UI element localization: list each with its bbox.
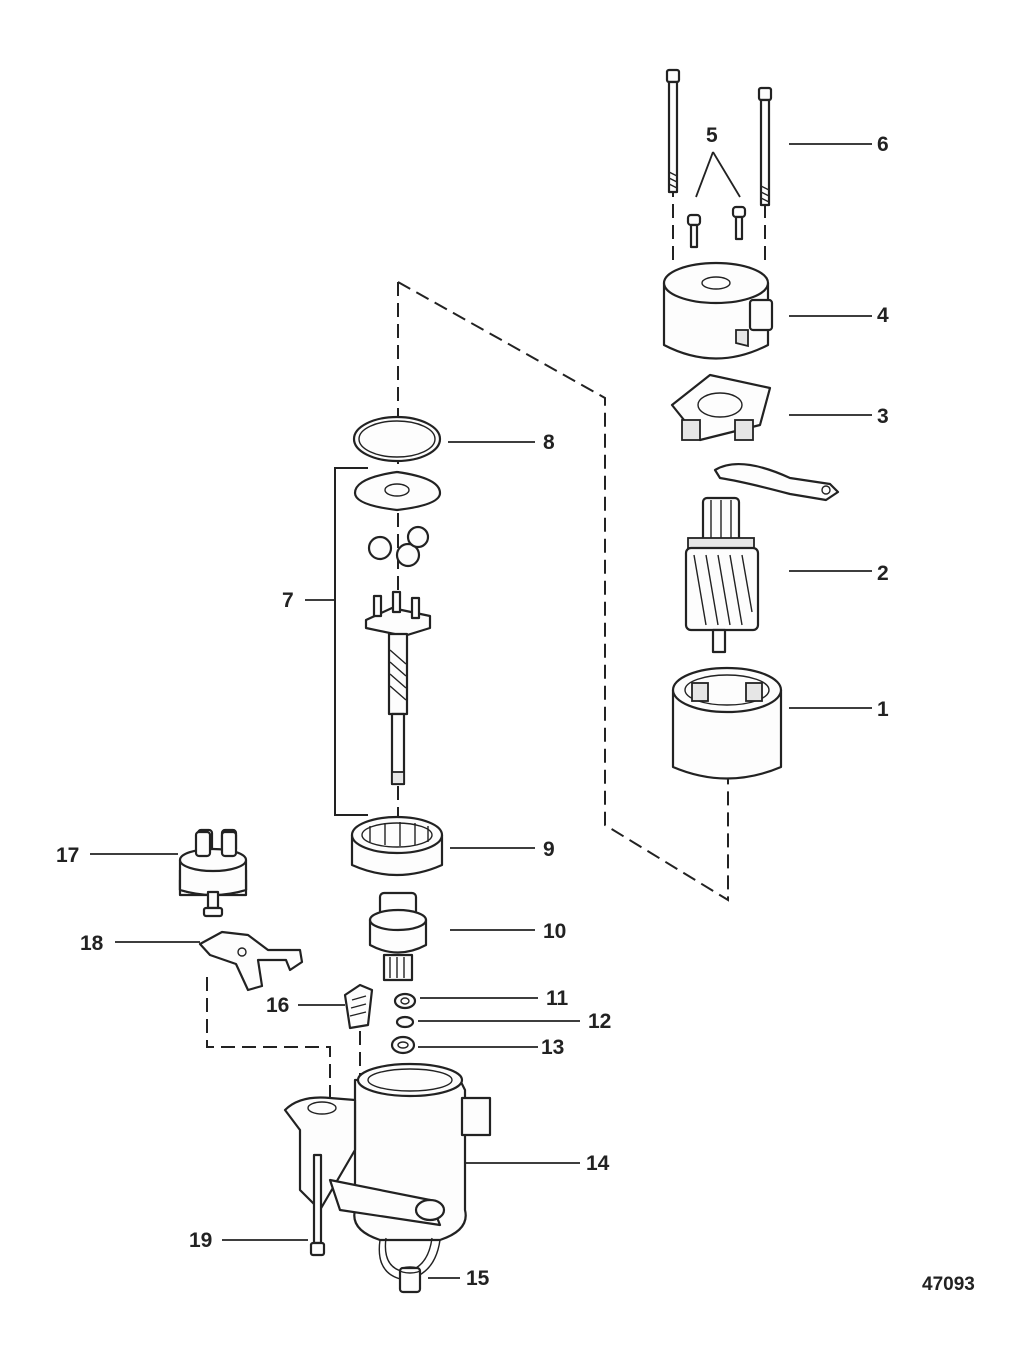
planetary-gear-set-7 [353,470,442,786]
callout-1: 1 [877,698,889,721]
screw-5-right [731,205,747,241]
brush-holder-3 [670,373,840,502]
callout-8: 8 [543,431,555,454]
drive-pinion-10 [368,891,428,982]
callout-labels: 1 2 3 4 5 6 7 8 9 10 11 12 13 14 15 16 1… [56,124,889,1290]
o-ring-8 [352,415,442,463]
callout-7: 7 [282,589,294,612]
spring-16 [343,983,374,1030]
callout-11: 11 [546,987,569,1010]
callout-18: 18 [80,932,104,955]
callout-19: 19 [189,1229,212,1252]
callout-5: 5 [706,124,718,147]
callout-13: 13 [541,1036,564,1059]
through-bolt-6-left [665,68,681,194]
callout-2: 2 [877,562,889,585]
shift-fork-18 [198,930,304,992]
callout-7-bracket [334,467,368,816]
retaining-ring-12 [395,1015,415,1029]
bolt-19 [309,1153,326,1257]
ring-gear-9 [350,815,444,877]
callout-9: 9 [543,838,555,861]
drive-housing-14 [283,1062,492,1281]
bushing-15 [398,1266,422,1294]
callout-6: 6 [877,133,889,156]
callout-4: 4 [877,304,889,327]
end-cap-4 [662,261,774,360]
leader-lines [90,143,872,1279]
stop-collar-11 [393,992,417,1010]
figure-number: 47093 [922,1274,975,1295]
screw-5-left [686,213,702,249]
callout-16: 16 [266,994,289,1017]
callout-17: 17 [56,844,79,867]
washer-13 [390,1035,416,1055]
callout-12: 12 [588,1010,611,1033]
through-bolt-6-right [757,86,773,207]
callout-14: 14 [586,1152,610,1175]
field-frame-1 [671,666,783,780]
callout-3: 3 [877,405,889,428]
callout-15: 15 [466,1267,490,1290]
armature-2 [684,496,760,654]
solenoid-can-17 [178,830,248,918]
callout-10: 10 [543,920,566,943]
